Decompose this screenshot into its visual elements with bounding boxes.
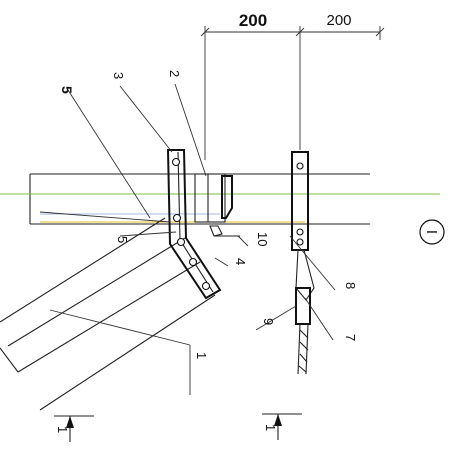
brace-end-cut	[0, 347, 19, 373]
turnbuckle-body	[295, 249, 315, 301]
rod-twist	[298, 329, 309, 373]
leader-2	[174, 83, 207, 177]
gusset-inner-line	[177, 151, 181, 241]
view-marker-text: I	[423, 230, 440, 234]
leader-3	[119, 85, 173, 153]
leader-9	[255, 305, 297, 331]
label-9: 9	[261, 318, 276, 325]
diagonal-brace	[0, 217, 216, 411]
brace-edge-lower	[17, 261, 201, 373]
leader-1a	[49, 309, 191, 346]
section-mark-right: 1	[262, 413, 302, 440]
clamp-bolt	[296, 162, 304, 170]
leader-10	[237, 235, 249, 247]
dimension-group: 200 200	[200, 11, 385, 160]
stiffener-part	[194, 173, 240, 237]
dimension-tick	[375, 27, 385, 37]
brace-edge-middle	[7, 237, 186, 347]
section-arrow	[66, 416, 74, 428]
gusset-plate	[166, 149, 222, 300]
bolt-hole	[171, 157, 181, 167]
clamp-bolt	[296, 228, 304, 236]
brace-edge-bottom	[39, 294, 216, 411]
leader-7	[304, 297, 334, 341]
leader-8	[289, 235, 336, 291]
section-arrow	[274, 414, 282, 426]
right-clamp	[291, 151, 315, 375]
bolt-hole	[188, 257, 198, 267]
stiffener-block	[194, 173, 226, 223]
label-7: 7	[343, 334, 358, 341]
leader-lines	[39, 83, 336, 395]
view-marker: I	[419, 219, 445, 245]
view-marker-circle	[419, 219, 445, 245]
dimension-tick	[200, 27, 210, 37]
label-2: 2	[167, 70, 182, 77]
gusset-outline	[166, 149, 222, 300]
brace-edge-upper	[0, 217, 166, 323]
section-mark-right-label: 1	[263, 424, 278, 431]
bolt-hole	[201, 281, 211, 291]
leader-4	[214, 257, 229, 267]
dimension-tick	[295, 27, 305, 37]
leader-5	[39, 211, 171, 223]
label-3: 3	[111, 72, 126, 79]
label-10: 10	[255, 232, 270, 246]
rod-clip	[295, 287, 311, 325]
connector-piece	[209, 225, 223, 237]
bolt-hole	[172, 213, 182, 223]
dimension-label-primary: 200	[239, 11, 267, 30]
bolt-hole	[176, 237, 186, 247]
part-labels: 5 3 2 5 4 10 8 9 7 1	[59, 70, 358, 359]
leader-5-tail	[119, 231, 177, 237]
label-1a: 1	[194, 352, 209, 359]
rod-strand-left	[297, 323, 301, 375]
label-8: 8	[343, 282, 358, 289]
section-mark-left: 1	[54, 415, 94, 442]
dimension-label-secondary: 200	[326, 12, 351, 29]
label-4: 4	[233, 258, 248, 265]
clamp-bolt	[296, 238, 304, 246]
leader-5-bold	[67, 89, 151, 219]
label-5-bold: 5	[59, 86, 75, 94]
label-5: 5	[115, 236, 130, 243]
section-mark-left-label: 1	[55, 426, 70, 433]
main-beam	[0, 173, 440, 225]
stiffener-tab	[221, 175, 233, 219]
